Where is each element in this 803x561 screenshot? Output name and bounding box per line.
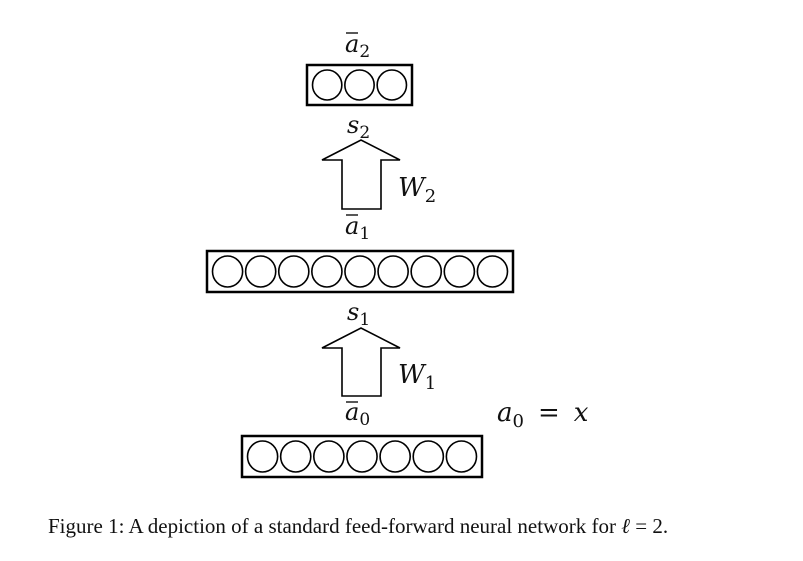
caption-math-var: ℓ <box>621 514 630 538</box>
figure-caption: Figure 1: A depiction of a standard feed… <box>48 514 788 539</box>
neuron-a1-1 <box>211 255 244 288</box>
neuron-a2-2 <box>344 69 375 101</box>
caption-math-rest: = 2. <box>630 514 669 538</box>
neuron-a0-7 <box>445 440 478 473</box>
layer-a1-neurons <box>211 255 509 288</box>
layer-a2-neurons <box>311 69 408 101</box>
transition-w1: s1 W1 <box>321 298 436 397</box>
signal-s2-label: s2 <box>347 111 370 143</box>
neuron-a0-4 <box>346 440 378 473</box>
layer-a2-label: a2 <box>345 30 370 62</box>
neuron-a0-5 <box>379 440 412 473</box>
neuron-a0-3 <box>312 440 345 473</box>
neuron-a0-2 <box>279 440 312 473</box>
neuron-a1-2 <box>244 255 277 288</box>
arrow-w2 <box>321 139 401 210</box>
caption-prefix: Figure 1: <box>48 514 129 538</box>
neuron-a0-1 <box>246 440 279 473</box>
layer-a0-label: a0 <box>345 398 370 430</box>
layer-a1: a1 <box>205 212 515 294</box>
neuron-a1-7 <box>410 255 443 288</box>
neuron-a1-8 <box>443 255 476 288</box>
arrow-w1 <box>321 327 401 397</box>
neuron-a0-6 <box>412 440 445 473</box>
layer-a0-neurons <box>246 440 478 473</box>
neuron-a1-4 <box>311 255 343 288</box>
caption-text: A depiction of a standard feed-forward n… <box>128 514 622 538</box>
layer-a0: a0 a0=x <box>240 398 589 479</box>
transition-w2: s2 W2 <box>321 111 436 210</box>
neuron-a1-9 <box>476 255 509 288</box>
neuron-a2-1 <box>311 69 343 101</box>
weight-w2-label: W2 <box>398 173 436 207</box>
neuron-a1-6 <box>377 255 409 288</box>
weight-w1-label: W1 <box>398 360 436 394</box>
layer-a2: a2 <box>305 30 414 107</box>
neuron-a1-3 <box>277 255 310 288</box>
signal-s1-label: s1 <box>347 298 370 330</box>
input-equation: a0=x <box>497 398 589 432</box>
layer-a1-label: a1 <box>345 212 370 244</box>
neuron-a1-5 <box>344 255 376 288</box>
neuron-a2-3 <box>376 69 408 101</box>
